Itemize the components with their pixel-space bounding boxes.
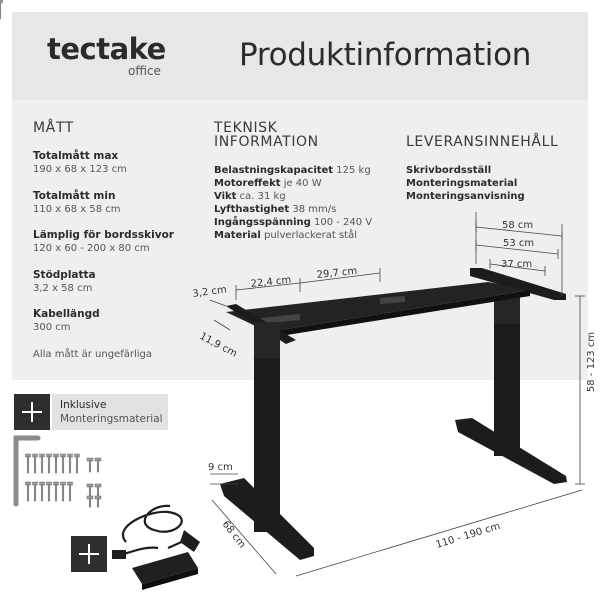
tech-value: ca. 31 kg — [239, 191, 286, 202]
tech-line: Ingångsspänning 100 - 240 V — [214, 217, 372, 228]
dimensions-note: Alla mått är ungefärliga — [33, 349, 152, 360]
delivery-heading: LEVERANSINNEHÅLL — [406, 134, 559, 150]
spec-name: Lämplig för bordsskivor — [33, 229, 174, 241]
dimension-lines — [209, 212, 585, 577]
plus-icon — [14, 394, 50, 430]
tech-value: pulverlackerat stål — [263, 230, 357, 241]
dimension-label-height: 58 - 123 cm — [586, 332, 597, 392]
spec-value: 120 x 60 - 200 x 80 cm — [33, 243, 150, 254]
technical-heading-line-1: TEKNISK — [214, 120, 278, 136]
tech-label: Motoreffekt — [214, 178, 281, 189]
tech-label: Material — [214, 230, 261, 241]
desk-frame-icon — [220, 268, 567, 560]
spec-name: Totalmått min — [33, 190, 116, 202]
tech-label: Belastningskapacitet — [214, 165, 334, 176]
tech-line: Motoreffekt je 40 W — [214, 178, 322, 189]
tech-label: Lyfthastighet — [214, 204, 290, 215]
tech-line: Material pulverlackerat stål — [214, 230, 357, 241]
tech-label: Vikt — [214, 191, 237, 202]
tech-value: je 40 W — [283, 178, 322, 189]
tech-value: 125 kg — [336, 165, 371, 176]
dimensions-heading: MÅTT — [33, 120, 74, 136]
allen-key-icon — [13, 435, 41, 507]
tech-line: Vikt ca. 31 kg — [214, 191, 286, 202]
dimension-label-width-53: 53 cm — [503, 238, 534, 249]
dimension-label-span-22: 22,4 cm — [250, 275, 292, 290]
delivery-item: Skrivbordsställ — [406, 165, 492, 176]
tech-label: Ingångsspänning — [214, 217, 311, 228]
dimension-label-width-58: 58 cm — [502, 220, 533, 231]
header-band — [12, 12, 588, 100]
dimension-label-thickness: 3,2 cm — [192, 284, 228, 300]
included-label-detail: Monteringsmaterial — [60, 413, 163, 425]
dimension-label-foot-width: 9 cm — [208, 462, 233, 473]
dimension-label-depth: 68 cm — [220, 519, 248, 550]
spec-value: 190 x 68 x 123 cm — [33, 164, 127, 175]
delivery-item: Monteringsanvisning — [406, 191, 525, 202]
spec-value: 3,2 x 58 cm — [33, 283, 93, 294]
spec-name: Stödplatta — [33, 269, 96, 281]
tech-line: Lyfthastighet 38 mm/s — [214, 204, 336, 215]
dimension-label-width-37: 37 cm — [501, 259, 532, 270]
screws-icon — [0, 0, 102, 508]
page-title: Produktinformation — [239, 37, 532, 73]
tech-value: 38 mm/s — [292, 204, 337, 215]
included-label: Inklusive — [60, 399, 107, 411]
spec-name: Totalmått max — [33, 150, 119, 162]
dimension-label-arm-depth: 11,9 cm — [198, 331, 239, 360]
brand-logo-sub: office — [128, 64, 161, 78]
delivery-item: Monteringsmaterial — [406, 178, 518, 189]
dimension-label-width-range: 110 - 190 cm — [435, 521, 502, 551]
power-adapter-icon — [112, 504, 200, 590]
spec-value: 110 x 68 x 58 cm — [33, 204, 121, 215]
brand-logo: tectake — [47, 32, 166, 66]
technical-heading-line-2: INFORMATION — [214, 134, 319, 150]
included-label-bg — [52, 394, 168, 430]
spec-value: 300 cm — [33, 322, 71, 333]
plus-icon — [71, 536, 107, 572]
tech-line: Belastningskapacitet 125 kg — [214, 165, 371, 176]
dimension-label-span-29: 29,7 cm — [316, 266, 358, 281]
tech-value: 100 - 240 V — [313, 217, 373, 228]
spec-name: Kabellängd — [33, 308, 100, 320]
